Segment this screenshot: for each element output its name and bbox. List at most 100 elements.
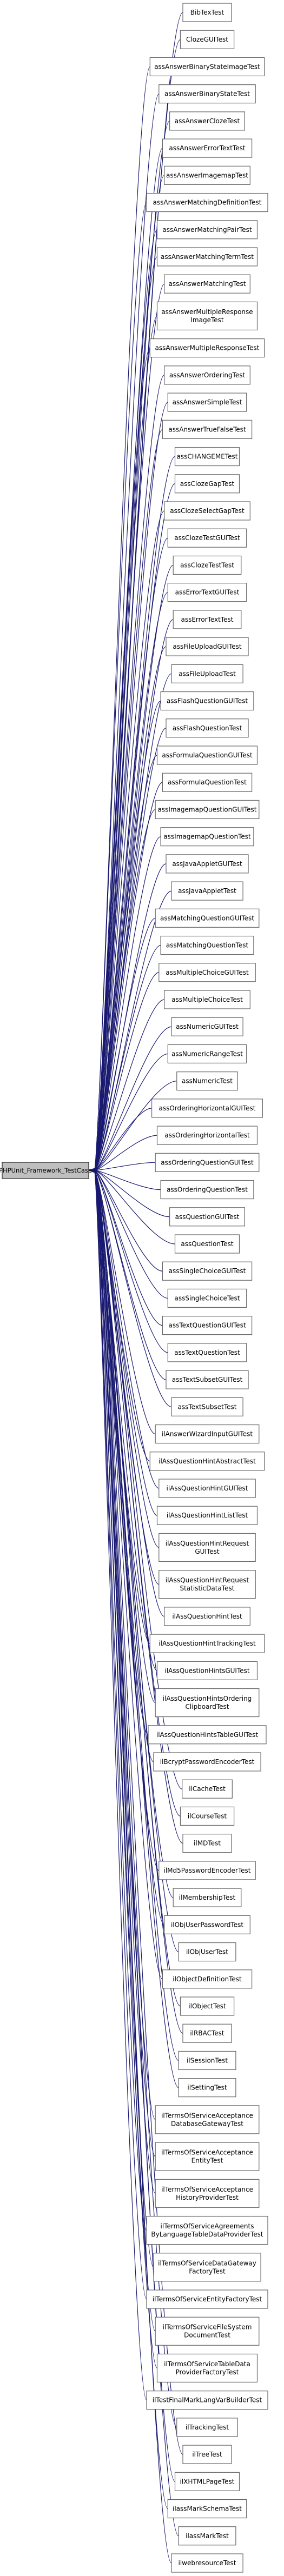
- class-node[interactable]: assFileUploadTest: [171, 664, 243, 683]
- class-node[interactable]: assAnswerOrderingTest: [164, 365, 250, 385]
- class-node[interactable]: ilMembershipTest: [173, 1888, 242, 1907]
- class-node[interactable]: assErrorTextTest: [173, 610, 242, 629]
- class-node[interactable]: assFormulaQuestionTest: [162, 773, 253, 792]
- class-node[interactable]: ilAssQuestionHintListTest: [156, 1506, 258, 1525]
- class-node[interactable]: ilRBACTest: [182, 2023, 232, 2043]
- class-node[interactable]: assOrderingHorizontalGUITest: [151, 1099, 263, 1118]
- class-node[interactable]: assTextQuestionTest: [167, 1343, 247, 1362]
- class-node[interactable]: ilAssQuestionHintsGUITest: [156, 1661, 258, 1680]
- class-node-box: [148, 1725, 267, 1745]
- class-node[interactable]: assAnswerClozeTest: [169, 111, 246, 131]
- class-node[interactable]: ilAssQuestionHintTest: [164, 1607, 250, 1626]
- class-node[interactable]: assAnswerMatchingPairTest: [156, 220, 258, 239]
- class-node[interactable]: BibTexTest: [182, 3, 232, 22]
- class-node[interactable]: ilObjectDefinitionTest: [162, 1969, 253, 1989]
- class-node-label: assSingleChoiceTest: [174, 1294, 240, 1302]
- class-node[interactable]: ilCourseTest: [180, 1806, 235, 1826]
- class-node[interactable]: ilTermsOfServiceTableDataProviderFactory…: [156, 2353, 258, 2383]
- base-class-node[interactable]: PHPUnit_Framework_TestCase: [0, 1162, 92, 1179]
- class-node[interactable]: assMatchingQuestionTest: [160, 935, 254, 955]
- class-node[interactable]: assAnswerSimpleTest: [167, 392, 247, 412]
- class-node[interactable]: assSingleChoiceGUITest: [162, 1261, 253, 1281]
- class-node[interactable]: assFlashQuestionGUITest: [160, 691, 254, 711]
- class-node-box: [166, 637, 249, 656]
- class-node-label: assMatchingQuestionGUITest: [160, 914, 254, 922]
- class-node[interactable]: assClozeTestGUITest: [167, 528, 247, 548]
- class-node-label: ilTestFinalMarkLangVarBuilderTest: [153, 2397, 262, 2404]
- class-node[interactable]: ilCacheTest: [182, 1779, 233, 1799]
- class-node[interactable]: ilXHTMLPageTest: [174, 2472, 240, 2491]
- class-node[interactable]: ilTrackingTest: [176, 2418, 238, 2437]
- class-node[interactable]: assOrderingHorizontalTest: [156, 1126, 258, 1145]
- class-node[interactable]: assAnswerMatchingDefinitionTest: [146, 192, 268, 212]
- class-node[interactable]: assTextSubsetTest: [171, 1397, 243, 1416]
- class-node[interactable]: assErrorTextGUITest: [167, 583, 247, 602]
- class-node[interactable]: ilAssQuestionHintRequestStatisticDataTes…: [158, 1570, 256, 1599]
- class-node[interactable]: assAnswerTrueFalseTest: [162, 420, 253, 439]
- class-node[interactable]: ilMd5PasswordEncoderTest: [158, 1861, 256, 1880]
- class-node[interactable]: assOrderingQuestionTest: [160, 1180, 254, 1200]
- class-node[interactable]: assAnswerBinaryStateImageTest: [149, 57, 265, 77]
- class-node[interactable]: assAnswerErrorTextTest: [162, 138, 253, 158]
- class-node[interactable]: assFlashQuestionTest: [166, 718, 249, 738]
- inheritance-arrowhead: [88, 1168, 95, 1173]
- class-node[interactable]: assCHANGEMETest: [174, 447, 240, 467]
- class-node[interactable]: assClozeSelectGapTest: [164, 501, 250, 521]
- inheritance-edge: [94, 429, 163, 1171]
- class-node[interactable]: assFileUploadGUITest: [166, 637, 249, 656]
- class-node[interactable]: ilAssQuestionHintsTableGUITest: [148, 1725, 267, 1745]
- class-node-label: assQuestionGUITest: [175, 1213, 240, 1221]
- class-node[interactable]: ilBcryptPasswordEncoderTest: [153, 1752, 261, 1772]
- class-node[interactable]: ilSessionTest: [178, 2051, 236, 2071]
- class-node[interactable]: assImagemapQuestionGUITest: [155, 800, 260, 820]
- class-node[interactable]: ilAssQuestionHintAbstractTest: [149, 1452, 265, 1471]
- class-node[interactable]: ilObjectTest: [180, 1996, 235, 2016]
- class-node[interactable]: assSingleChoiceTest: [167, 1288, 247, 1308]
- class-node[interactable]: assFormulaQuestionGUITest: [156, 745, 258, 765]
- class-node[interactable]: assQuestionGUITest: [169, 1207, 246, 1227]
- class-node[interactable]: assMultipleChoiceTest: [164, 990, 250, 1009]
- class-node[interactable]: ilwebresourceTest: [171, 2553, 243, 2573]
- class-node[interactable]: ilAnswerWizardInputGUITest: [155, 1424, 260, 1444]
- class-node[interactable]: ilSettingTest: [178, 2078, 236, 2098]
- class-node[interactable]: assJavaAppletTest: [171, 881, 243, 901]
- class-node[interactable]: assNumericRangeTest: [167, 1044, 247, 1064]
- class-node[interactable]: ilMDTest: [182, 1834, 232, 1853]
- class-node[interactable]: assAnswerMatchingTermTest: [156, 247, 258, 267]
- class-node[interactable]: assAnswerMatchingTest: [164, 274, 250, 294]
- class-node[interactable]: ilObjUserTest: [178, 1942, 236, 1962]
- class-node[interactable]: assAnswerBinaryStateTest: [158, 84, 256, 104]
- class-node[interactable]: assAnswerMultipleResponseTest: [149, 338, 265, 358]
- class-node[interactable]: ilTestFinalMarkLangVarBuilderTest: [146, 2391, 268, 2410]
- class-node[interactable]: ilTermsOfServiceAcceptanceDatabaseGatewa…: [155, 2105, 260, 2134]
- class-node[interactable]: assClozeGapTest: [174, 474, 240, 494]
- class-node[interactable]: ilTermsOfServiceAgreementsByLanguageTabl…: [146, 2215, 268, 2245]
- class-node[interactable]: ilTermsOfServiceEntityFactoryTest: [146, 2289, 268, 2309]
- class-node[interactable]: assMultipleChoiceGUITest: [158, 963, 256, 982]
- class-node[interactable]: assQuestionTest: [174, 1234, 240, 1254]
- class-node[interactable]: assMatchingQuestionGUITest: [155, 908, 260, 928]
- class-node[interactable]: ilTermsOfServiceAcceptanceHistoryProvide…: [155, 2179, 260, 2208]
- class-node[interactable]: assNumericTest: [176, 1071, 238, 1091]
- class-node[interactable]: assClozeTestTest: [173, 555, 242, 575]
- class-node[interactable]: assNumericGUITest: [171, 1017, 243, 1036]
- class-node[interactable]: ilAssQuestionHintGUITest: [158, 1479, 256, 1498]
- class-node[interactable]: assTextSubsetGUITest: [166, 1370, 249, 1389]
- class-node[interactable]: ClozeGUITest: [180, 30, 235, 49]
- class-node[interactable]: assJavaAppletGUITest: [166, 854, 249, 874]
- class-node[interactable]: assOrderingQuestionGUITest: [155, 1153, 260, 1172]
- class-node[interactable]: assImagemapQuestionTest: [160, 827, 254, 847]
- class-node[interactable]: ilAssQuestionHintTrackingTest: [149, 1634, 265, 1653]
- class-node[interactable]: ilassMarkTest: [178, 2526, 236, 2546]
- class-node[interactable]: ilassMarkSchemaTest: [167, 2499, 247, 2519]
- class-node[interactable]: assTextQuestionGUITest: [162, 1316, 253, 1335]
- class-node[interactable]: ilTreeTest: [182, 2445, 232, 2464]
- class-node[interactable]: assAnswerImagemapTest: [164, 165, 250, 185]
- class-node[interactable]: ilObjUserPasswordTest: [164, 1915, 250, 1934]
